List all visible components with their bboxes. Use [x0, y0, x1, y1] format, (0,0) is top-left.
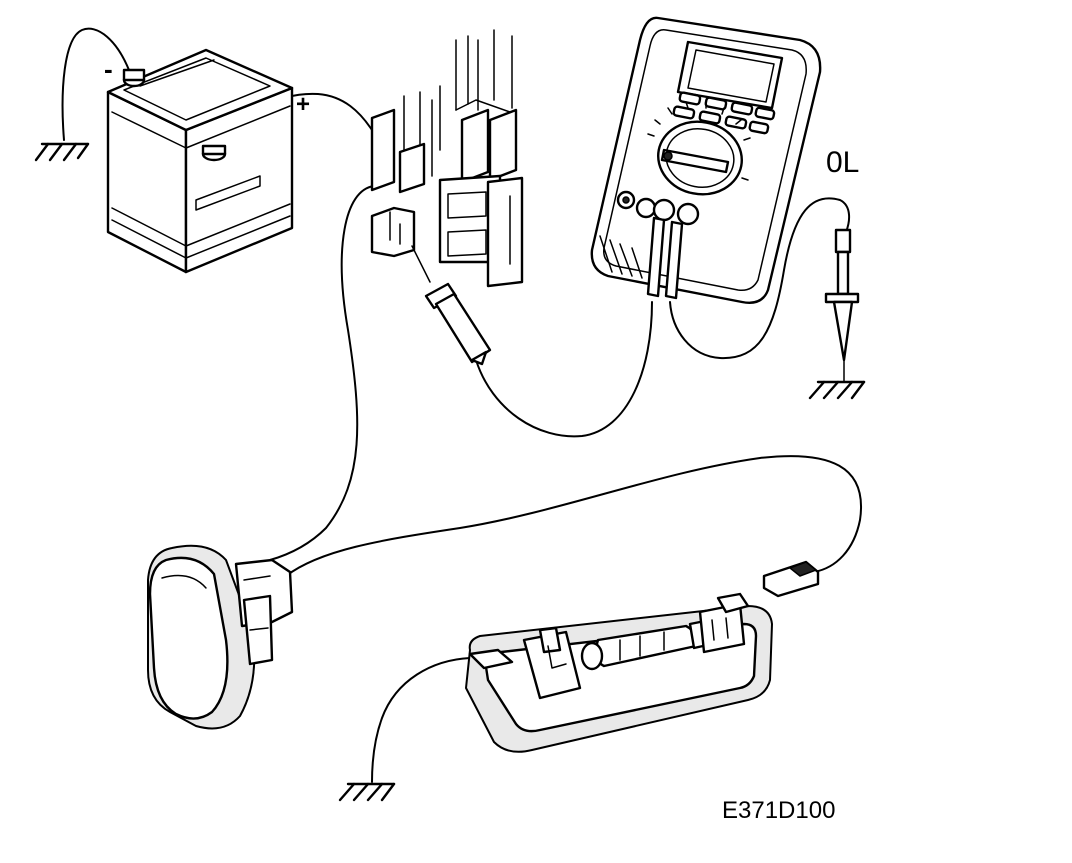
test-probe-ground [824, 228, 860, 383]
multimeter-plug-v [664, 220, 684, 300]
lamp-ground-wire [371, 657, 471, 783]
meter-reading-label: 0L [826, 146, 859, 179]
multimeter-buttons [672, 91, 776, 135]
meter-to-ground-probe-wire [669, 197, 851, 360]
battery-negative-terminal [122, 68, 146, 88]
multimeter-display [676, 40, 784, 110]
probe-to-meter-wire [475, 301, 653, 438]
multimeter [590, 16, 822, 304]
lamp-housing [465, 592, 773, 753]
fuse-box [370, 29, 524, 288]
battery-positive-terminal [201, 144, 227, 162]
fuse-to-switch-wire [269, 185, 375, 561]
switch-to-lamp-wire [285, 455, 863, 577]
battery-ground-wire [61, 27, 133, 141]
ground-symbol-battery [34, 142, 90, 162]
battery: - + [104, 48, 310, 274]
figure-code-label: E371D100 [722, 797, 835, 824]
ground-symbol-lamp [338, 782, 396, 802]
light-switch [147, 544, 294, 730]
battery-positive-label: + [296, 91, 310, 118]
multimeter-rotary-dial [647, 101, 751, 196]
fuse-removed [438, 174, 524, 288]
test-probe-fuse [411, 245, 492, 366]
ground-symbol-probe [808, 380, 866, 400]
multimeter-plug-com [646, 216, 666, 298]
multimeter-input-jacks [616, 190, 700, 226]
lamp-connector [762, 560, 820, 598]
battery-negative-label: - [104, 54, 113, 84]
